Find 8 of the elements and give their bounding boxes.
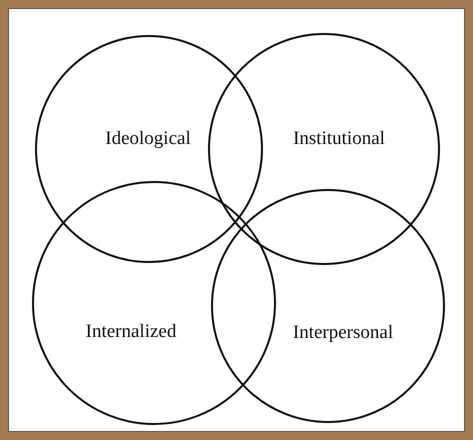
circle-label: Institutional (293, 128, 385, 150)
venn-circle (208, 33, 440, 265)
venn-circle (35, 35, 263, 263)
venn-circle (32, 181, 276, 425)
venn-circle (211, 189, 445, 423)
circle-label: Interpersonal (292, 322, 394, 344)
circle-label: Internalized (86, 321, 176, 343)
circle-label: Ideological (105, 128, 191, 150)
